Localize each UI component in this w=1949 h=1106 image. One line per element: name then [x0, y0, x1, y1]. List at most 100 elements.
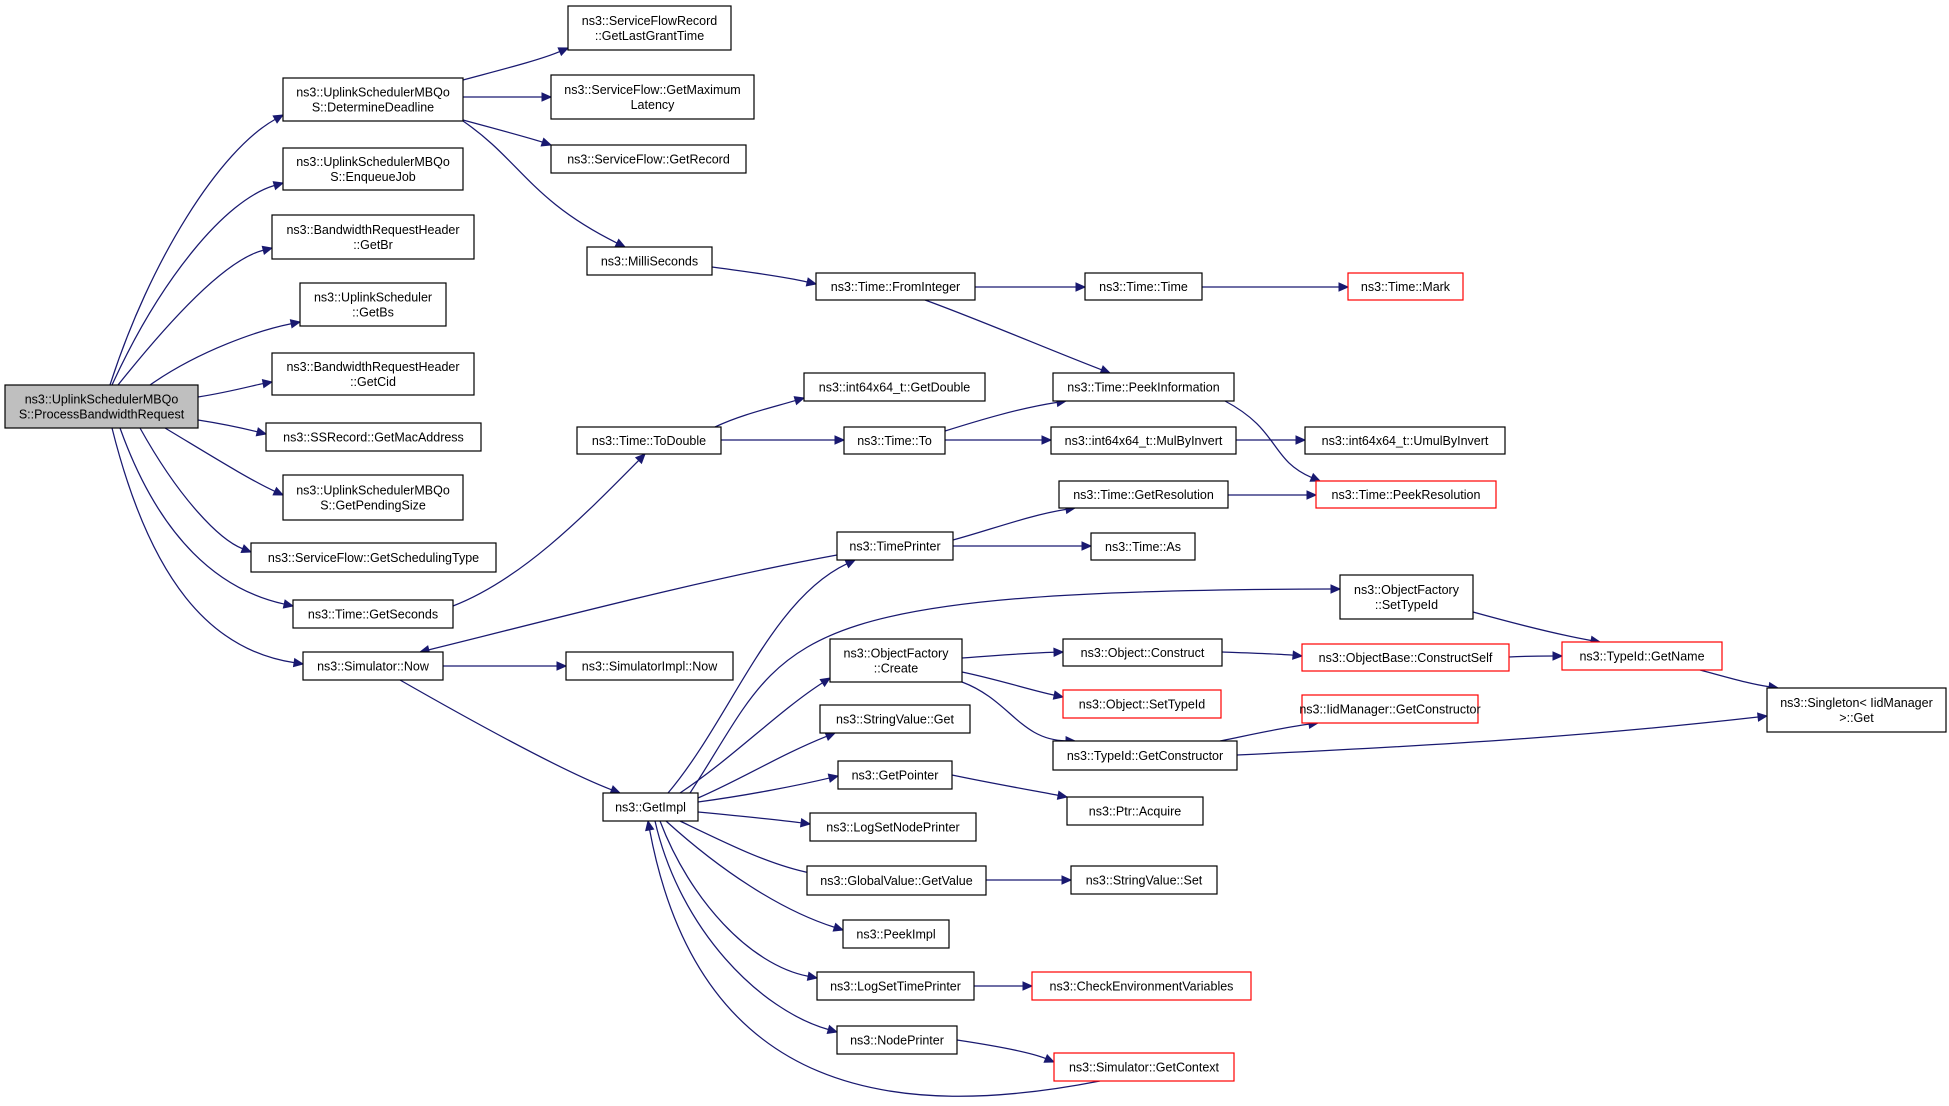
node-box-getcid[interactable] [271, 352, 475, 396]
node-globalgetvalue[interactable]: ns3::GlobalValue::GetValue [806, 865, 987, 896]
node-typeidgetconstructor[interactable]: ns3::TypeId::GetConstructor [1052, 740, 1238, 771]
node-box-logsetnodeprinter[interactable] [809, 812, 977, 842]
node-box-getbr[interactable] [271, 214, 475, 260]
node-box-frominteger[interactable] [815, 272, 976, 301]
node-box-getresolution[interactable] [1058, 480, 1229, 509]
node-box-timeto[interactable] [843, 426, 946, 455]
node-simimplnow[interactable]: ns3::SimulatorImpl::Now [565, 651, 734, 681]
node-simgetcontext[interactable]: ns3::Simulator::GetContext [1053, 1052, 1235, 1082]
node-getbr[interactable]: ns3::BandwidthRequestHeader::GetBr [271, 214, 475, 260]
node-box-getdouble[interactable] [803, 372, 986, 402]
node-box-simnow[interactable] [302, 651, 444, 681]
node-logsetnodeprinter[interactable]: ns3::LogSetNodePrinter [809, 812, 977, 842]
node-box-getbs[interactable] [299, 282, 447, 327]
node-peekinfo[interactable]: ns3::Time::PeekInformation [1052, 372, 1235, 402]
node-box-iidgetconstructor[interactable] [1301, 694, 1479, 724]
node-getmac[interactable]: ns3::SSRecord::GetMacAddress [265, 422, 482, 452]
node-box-deadline[interactable] [282, 77, 464, 122]
node-nodeprinter[interactable]: ns3::NodePrinter [836, 1025, 958, 1055]
node-box-maxlatency[interactable] [550, 74, 755, 120]
node-box-singletonget[interactable] [1766, 687, 1947, 733]
node-ptracquire[interactable]: ns3::Ptr::Acquire [1066, 796, 1204, 826]
node-pending[interactable]: ns3::UplinkSchedulerMBQoS::GetPendingSiz… [282, 474, 464, 521]
node-box-millis[interactable] [586, 246, 713, 276]
node-box-schedtype[interactable] [250, 542, 497, 573]
node-getseconds[interactable]: ns3::Time::GetSeconds [292, 599, 454, 629]
node-umulbyinvert[interactable]: ns3::int64x64_t::UmulByInvert [1304, 426, 1506, 455]
node-box-timeas[interactable] [1090, 532, 1196, 561]
node-getrecord[interactable]: ns3::ServiceFlow::GetRecord [550, 144, 747, 174]
node-checkenv[interactable]: ns3::CheckEnvironmentVariables [1031, 971, 1252, 1001]
node-box-umulbyinvert[interactable] [1304, 426, 1506, 455]
node-mulbyinvert[interactable]: ns3::int64x64_t::MulByInvert [1050, 426, 1237, 455]
node-box-ptracquire[interactable] [1066, 796, 1204, 826]
node-box-getseconds[interactable] [292, 599, 454, 629]
node-box-lastgrant[interactable] [567, 5, 732, 51]
node-box-getrecord[interactable] [550, 144, 747, 174]
node-box-nodeprinter[interactable] [836, 1025, 958, 1055]
node-box-ofsettypeid[interactable] [1339, 574, 1474, 620]
node-box-objsettypeid[interactable] [1062, 689, 1222, 719]
node-peekimpl[interactable]: ns3::PeekImpl [842, 919, 950, 949]
node-peekresolution[interactable]: ns3::Time::PeekResolution [1315, 480, 1497, 509]
node-ofsettypeid[interactable]: ns3::ObjectFactory::SetTypeId [1339, 574, 1474, 620]
node-timemark[interactable]: ns3::Time::Mark [1347, 272, 1464, 301]
node-box-mulbyinvert[interactable] [1050, 426, 1237, 455]
node-stringvalueset[interactable]: ns3::StringValue::Set [1070, 865, 1218, 895]
node-getimpl[interactable]: ns3::GetImpl [602, 792, 699, 822]
node-box-getpointer[interactable] [837, 760, 953, 790]
node-timeto[interactable]: ns3::Time::To [843, 426, 946, 455]
node-box-timemark[interactable] [1347, 272, 1464, 301]
node-box-stringvalueget[interactable] [819, 704, 971, 734]
node-box-peekresolution[interactable] [1315, 480, 1497, 509]
node-objbaseconstruct[interactable]: ns3::ObjectBase::ConstructSelf [1301, 643, 1510, 672]
node-stringvalueget[interactable]: ns3::StringValue::Get [819, 704, 971, 734]
node-objconstruct[interactable]: ns3::Object::Construct [1062, 638, 1223, 667]
node-box-getmac[interactable] [265, 422, 482, 452]
node-getpointer[interactable]: ns3::GetPointer [837, 760, 953, 790]
node-millis[interactable]: ns3::MilliSeconds [586, 246, 713, 276]
node-lastgrant[interactable]: ns3::ServiceFlowRecord::GetLastGrantTime [567, 5, 732, 51]
node-box-typeidgetname[interactable] [1561, 641, 1723, 671]
node-box-typeidgetconstructor[interactable] [1052, 740, 1238, 771]
node-timetime[interactable]: ns3::Time::Time [1084, 272, 1203, 301]
node-box-getimpl[interactable] [602, 792, 699, 822]
node-box-todouble[interactable] [576, 426, 722, 455]
node-box-logsettimeprinter[interactable] [816, 971, 975, 1001]
node-box-peekinfo[interactable] [1052, 372, 1235, 402]
node-box-timetime[interactable] [1084, 272, 1203, 301]
node-iidgetconstructor[interactable]: ns3::IidManager::GetConstructor [1299, 694, 1481, 724]
node-getcid[interactable]: ns3::BandwidthRequestHeader::GetCid [271, 352, 475, 396]
node-box-objconstruct[interactable] [1062, 638, 1223, 667]
node-frominteger[interactable]: ns3::Time::FromInteger [815, 272, 976, 301]
node-box-root[interactable] [4, 384, 199, 429]
node-getbs[interactable]: ns3::UplinkScheduler::GetBs [299, 282, 447, 327]
node-box-simgetcontext[interactable] [1053, 1052, 1235, 1082]
node-box-enqueue[interactable] [282, 147, 464, 191]
node-typeidgetname[interactable]: ns3::TypeId::GetName [1561, 641, 1723, 671]
node-box-globalgetvalue[interactable] [806, 865, 987, 896]
node-getdouble[interactable]: ns3::int64x64_t::GetDouble [803, 372, 986, 402]
node-box-pending[interactable] [282, 474, 464, 521]
node-objsettypeid[interactable]: ns3::Object::SetTypeId [1062, 689, 1222, 719]
node-root[interactable]: ns3::UplinkSchedulerMBQoS::ProcessBandwi… [4, 384, 199, 429]
node-box-stringvalueset[interactable] [1070, 865, 1218, 895]
node-todouble[interactable]: ns3::Time::ToDouble [576, 426, 722, 455]
node-box-objbaseconstruct[interactable] [1301, 643, 1510, 672]
node-logsettimeprinter[interactable]: ns3::LogSetTimePrinter [816, 971, 975, 1001]
node-timeas[interactable]: ns3::Time::As [1090, 532, 1196, 561]
node-box-checkenv[interactable] [1031, 971, 1252, 1001]
node-box-simimplnow[interactable] [565, 651, 734, 681]
node-singletonget[interactable]: ns3::Singleton< IidManager>::Get [1766, 687, 1947, 733]
node-timeprinter[interactable]: ns3::TimePrinter [836, 531, 954, 561]
node-schedtype[interactable]: ns3::ServiceFlow::GetSchedulingType [250, 542, 497, 573]
node-box-peekimpl[interactable] [842, 919, 950, 949]
node-deadline[interactable]: ns3::UplinkSchedulerMBQoS::DetermineDead… [282, 77, 464, 122]
node-box-timeprinter[interactable] [836, 531, 954, 561]
node-getresolution[interactable]: ns3::Time::GetResolution [1058, 480, 1229, 509]
node-box-ofcreate[interactable] [829, 638, 963, 683]
node-simnow[interactable]: ns3::Simulator::Now [302, 651, 444, 681]
node-ofcreate[interactable]: ns3::ObjectFactory::Create [829, 638, 963, 683]
